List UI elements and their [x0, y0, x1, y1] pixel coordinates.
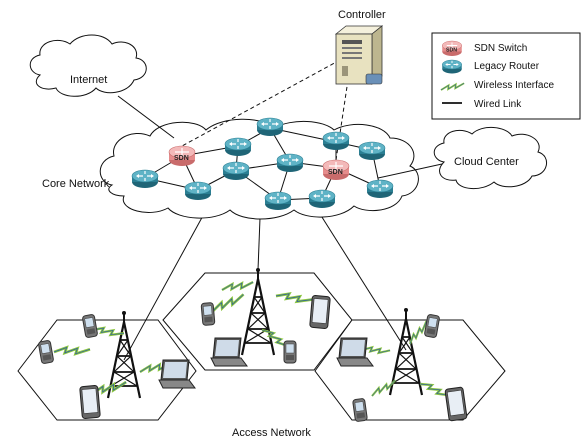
legend-item-wired-link: Wired Link	[442, 99, 522, 110]
sdn-switch-node: SDN	[168, 145, 196, 167]
access-cells	[17, 272, 506, 421]
internet-label: Internet	[70, 74, 107, 86]
phone-icon	[283, 340, 297, 364]
legend-item-sdn-switch: SDN SDN Switch	[441, 40, 527, 57]
legacy-router-node	[366, 179, 394, 199]
legacy-router-node	[256, 117, 284, 137]
controller-server	[334, 25, 384, 85]
legend-item-legacy-router: Legacy Router	[441, 59, 540, 74]
external-wired-links	[117, 95, 443, 179]
legacy-router-node	[276, 153, 304, 173]
legend-label: SDN Switch	[474, 43, 527, 54]
tablet-icon	[309, 294, 331, 330]
svg-text:SDN: SDN	[174, 155, 189, 162]
tablet-icon	[79, 384, 101, 420]
legacy-router-node	[264, 191, 292, 211]
legacy-router-node	[222, 161, 250, 181]
legacy-router-node	[308, 189, 336, 209]
legacy-router-node	[131, 169, 159, 189]
access-network-label: Access Network	[232, 427, 311, 439]
phone-icon	[200, 302, 216, 326]
access-cell-left	[17, 319, 197, 421]
legacy-router-node	[322, 131, 350, 151]
legacy-router-node	[358, 141, 386, 161]
sdn-switch-node: SDN	[322, 159, 350, 181]
legacy-router-node	[184, 181, 212, 201]
cloud-center-cloud: Cloud Center	[433, 127, 547, 189]
tablet-icon	[444, 386, 468, 422]
legacy-router-icon	[441, 59, 463, 74]
controller-label: Controller	[338, 9, 386, 21]
core-network-label: Core Network	[42, 178, 110, 190]
legacy-router-node	[224, 137, 252, 157]
internet-cloud: Internet	[29, 34, 147, 97]
control-channels	[181, 59, 349, 161]
legend-label: Wired Link	[474, 99, 522, 110]
legend-label: Wireless Interface	[474, 80, 554, 91]
phone-icon	[352, 397, 368, 423]
legend: SDN SDN Switch Legacy Router Wireless In…	[431, 32, 581, 120]
legend-item-wireless-interface: Wireless Interface	[439, 80, 554, 93]
backhaul-links	[123, 211, 407, 361]
svg-text:SDN: SDN	[446, 48, 457, 54]
svg-text:SDN: SDN	[328, 169, 343, 176]
cloud-center-label: Cloud Center	[454, 156, 519, 168]
sdn-switch-icon: SDN	[441, 40, 463, 57]
core-nodes: SDN SDN	[131, 117, 394, 211]
legend-label: Legacy Router	[474, 61, 540, 72]
